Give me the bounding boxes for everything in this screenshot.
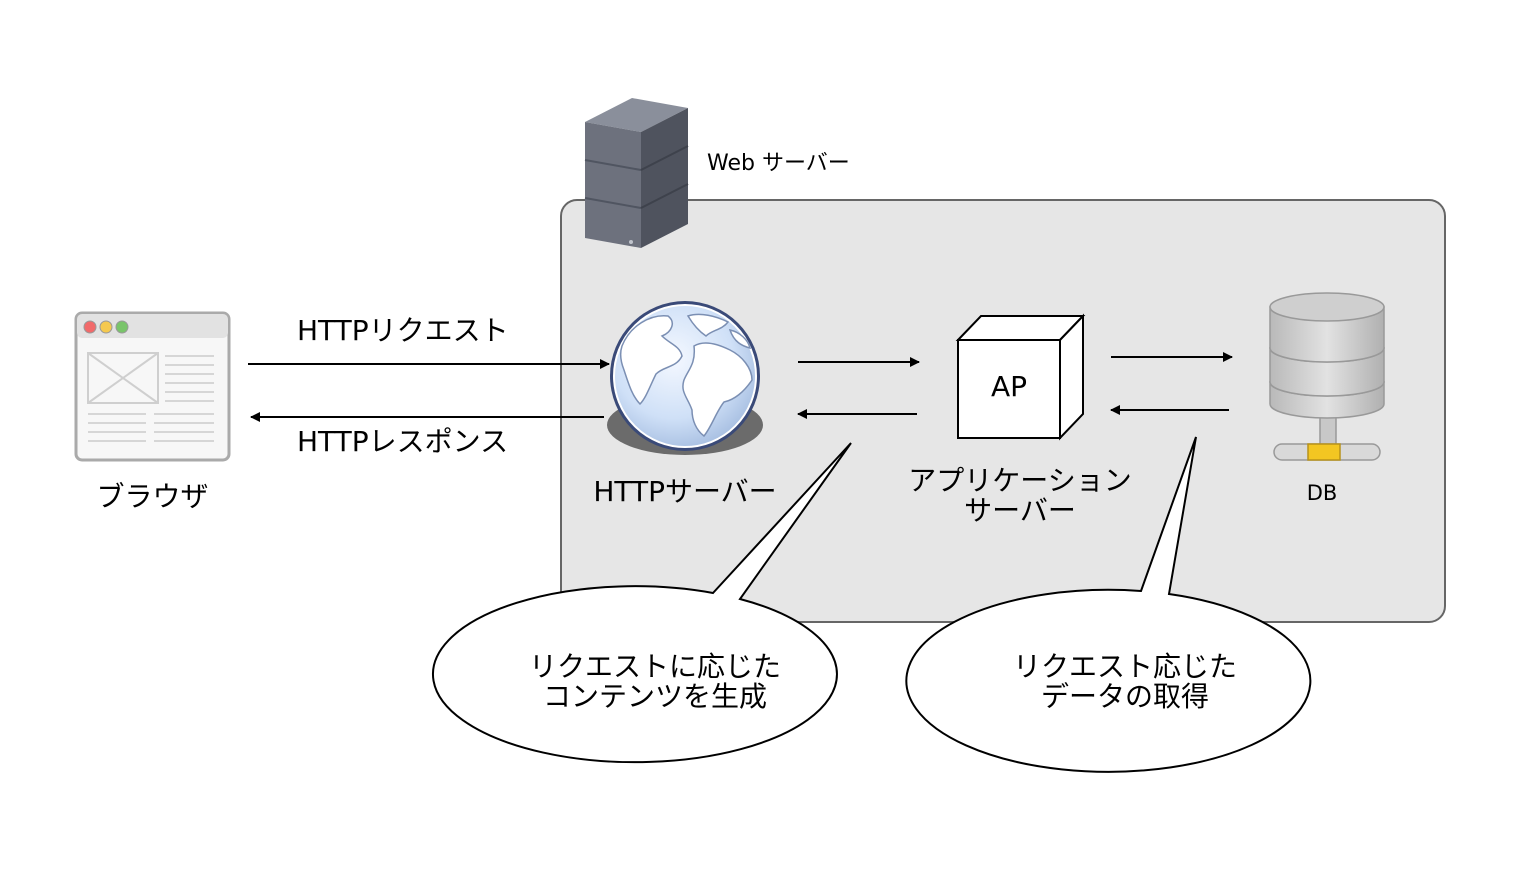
callout-right-text: リクエスト応じた データの取得 bbox=[1012, 650, 1237, 713]
db-label: DB bbox=[1306, 481, 1338, 505]
http-server-label: HTTPサーバー bbox=[593, 475, 777, 508]
ap-server-label: アプリケーション サーバー bbox=[908, 464, 1132, 527]
globe-icon bbox=[607, 301, 763, 455]
browser-window-icon bbox=[74, 311, 231, 462]
server-tower-icon bbox=[584, 98, 689, 248]
callout-right-bubble bbox=[905, 436, 1312, 773]
database-icon bbox=[1269, 292, 1385, 461]
http-response-label: HTTPレスポンス bbox=[297, 425, 509, 458]
callout-left-bubble bbox=[432, 442, 852, 764]
browser-label: ブラウザ bbox=[96, 480, 209, 513]
ap-cube bbox=[955, 313, 1086, 441]
web-server-label: Web サーバー bbox=[707, 151, 850, 176]
callout-left-text: リクエストに応じた コンテンツを生成 bbox=[528, 650, 781, 713]
http-request-label: HTTPリクエスト bbox=[297, 314, 509, 347]
ap-box-label: AP bbox=[990, 370, 1028, 403]
